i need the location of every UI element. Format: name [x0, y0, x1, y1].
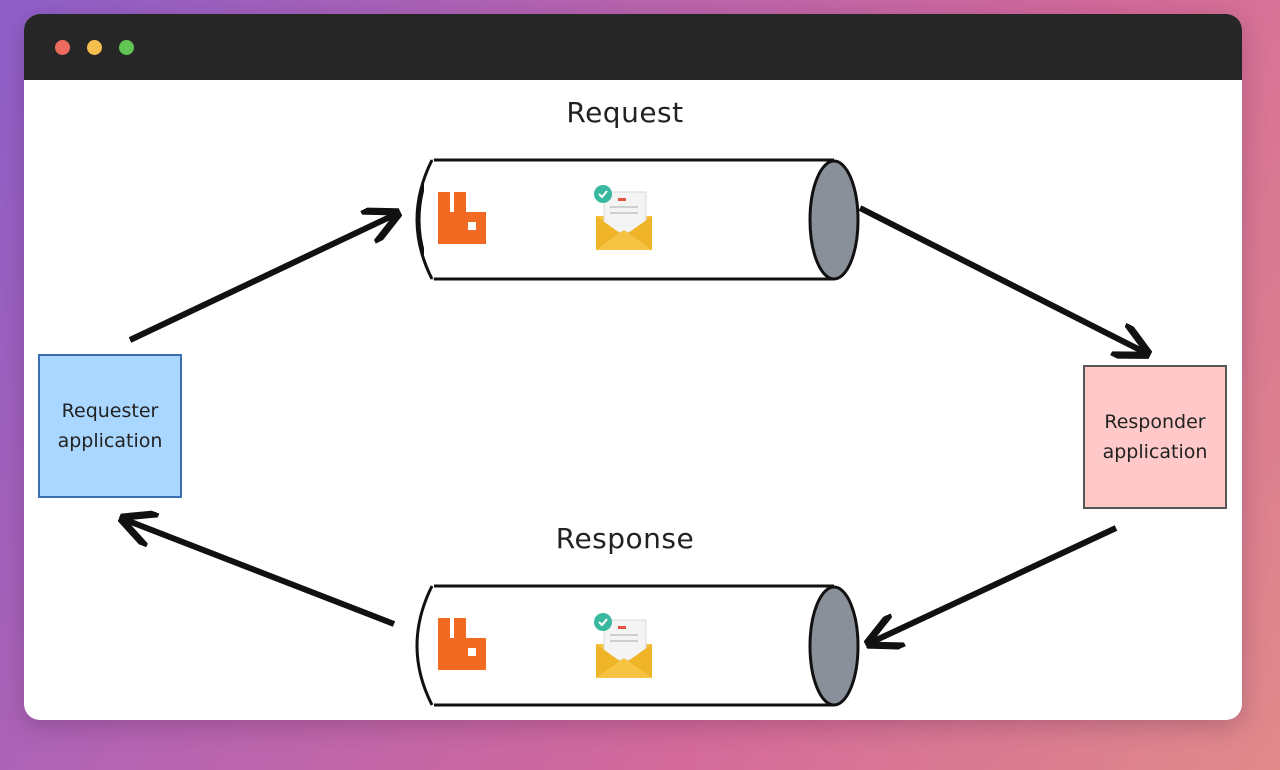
message-envelope-icon [594, 185, 652, 250]
app-window: Request Response Requester application R… [24, 14, 1242, 720]
close-window-button[interactable] [55, 40, 70, 55]
arrow-request-queue-to-responder [858, 205, 1144, 352]
diagram-drawing [24, 158, 1242, 707]
title-bar [24, 14, 1242, 80]
rabbitmq-icon [438, 192, 486, 244]
response-queue-end-cap [808, 585, 860, 707]
arrow-response-queue-to-requester [126, 520, 396, 627]
rabbitmq-icon [438, 618, 486, 670]
arrow-responder-to-response-queue [872, 525, 1118, 642]
responder-label-line2: application [1102, 441, 1208, 463]
arrow-requester-to-request-queue [128, 215, 394, 343]
minimize-window-button[interactable] [87, 40, 102, 55]
responder-label-line1: Responder [1104, 411, 1206, 433]
requester-label-line1: Requester [61, 400, 159, 422]
response-label: Response [555, 522, 695, 555]
responder-application-box: Responder application [1083, 365, 1227, 509]
maximize-window-button[interactable] [119, 40, 134, 55]
request-label: Request [566, 96, 684, 129]
requester-application-box: Requester application [38, 354, 182, 498]
message-envelope-icon [594, 613, 652, 678]
request-queue-end-cap [808, 159, 860, 281]
requester-label-line2: application [57, 430, 163, 452]
diagram-canvas: Request Response Requester application R… [24, 80, 1242, 720]
